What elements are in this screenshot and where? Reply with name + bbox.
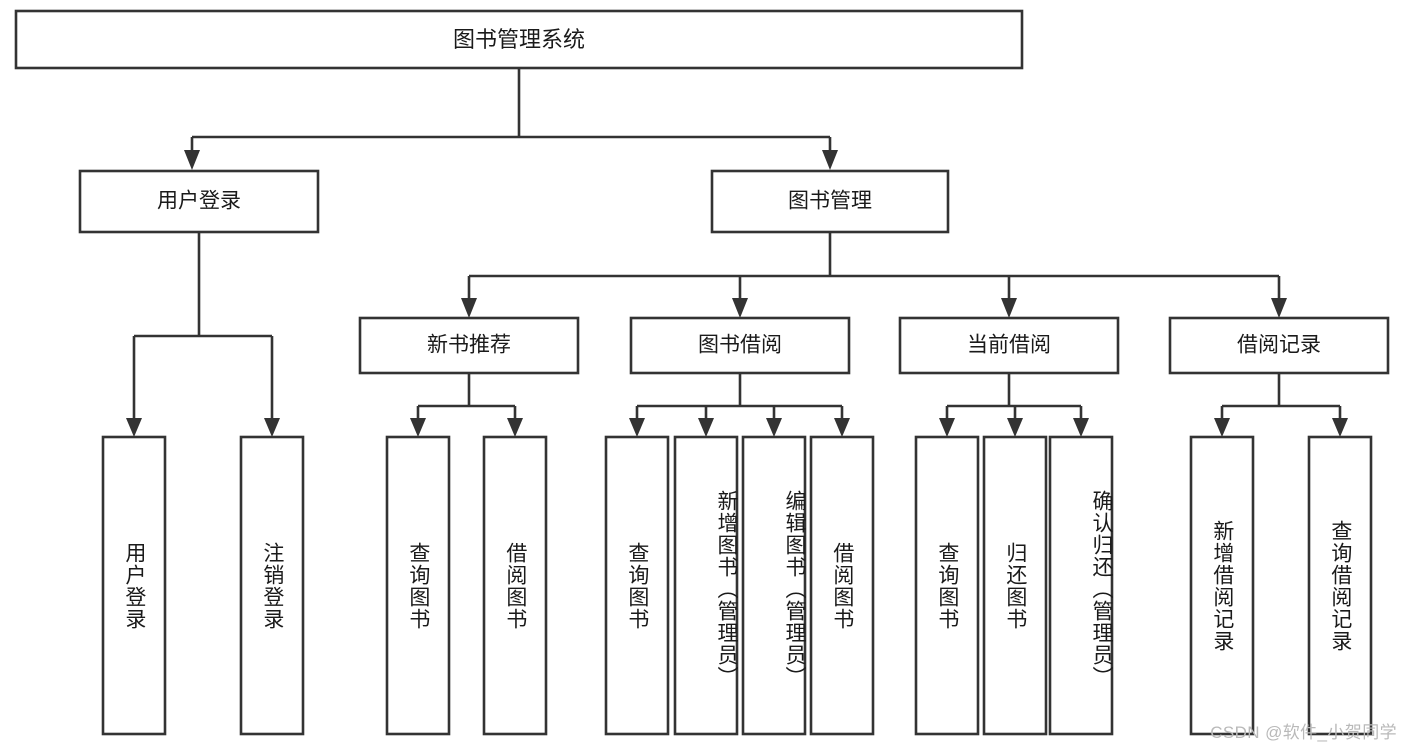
node-leaf-query-book-3-box[interactable] [914,435,980,736]
arrow-to-leaf-add-book [698,418,714,437]
node-root-box[interactable] [14,9,1024,70]
arrow-to-leaf-return-book [1007,418,1023,437]
arrow-to-leaf-query-book-2 [629,418,645,437]
node-leaf-query-book-2-box[interactable] [604,435,670,736]
arrow-to-user-login [184,150,200,170]
arrow-to-leaf-query-borrow-record [1332,418,1348,437]
arrow-to-leaf-edit-book [766,418,782,437]
node-leaf-borrow-book-1-box[interactable] [482,435,548,736]
node-current-borrow-box[interactable] [898,316,1120,375]
node-new-book-recommend-label: 新书推荐 [427,334,511,357]
node-borrow-record[interactable]: 借阅记录 [1168,316,1390,375]
node-borrow-record-label: 借阅记录 [1237,334,1321,357]
edges-layer [126,68,1348,437]
arrow-to-book-management [822,150,838,170]
node-user-login-box[interactable] [78,169,320,234]
node-root[interactable]: 图书管理系统 [14,9,1024,70]
node-leaf-user-login-box[interactable] [101,435,167,736]
node-leaf-return-book-box[interactable] [982,435,1048,736]
node-current-borrow[interactable]: 当前借阅 [898,316,1120,375]
arrow-to-leaf-borrow-book-1 [507,418,523,437]
arrow-to-leaf-add-borrow-record [1214,418,1230,437]
arrow-to-new-book-recommend [461,298,477,318]
node-leaf-edit-book-box[interactable] [741,435,807,736]
node-new-book-recommend-box[interactable] [358,316,580,375]
node-leaf-add-book-box[interactable] [673,435,739,736]
node-book-management[interactable]: 图书管理 [710,169,950,234]
node-new-book-recommend[interactable]: 新书推荐 [358,316,580,375]
node-book-borrow[interactable]: 图书借阅 [629,316,851,375]
node-book-borrow-box[interactable] [629,316,851,375]
node-book-management-label: 图书管理 [788,190,872,213]
arrow-to-leaf-user-login [126,418,142,437]
node-borrow-record-box[interactable] [1168,316,1390,375]
node-leaf-add-borrow-record-box[interactable] [1189,435,1255,736]
arrow-to-leaf-borrow-book-2 [834,418,850,437]
leaf-boxes-layer [101,435,1373,736]
node-leaf-query-book-1-box[interactable] [385,435,451,736]
arrow-to-leaf-confirm-return [1073,418,1089,437]
node-leaf-query-borrow-record-box[interactable] [1307,435,1373,736]
arrow-to-borrow-record [1271,298,1287,318]
arrow-to-book-borrow [732,298,748,318]
node-current-borrow-label: 当前借阅 [967,334,1051,357]
arrow-to-current-borrow [1001,298,1017,318]
node-user-login-label: 用户登录 [157,190,241,213]
arrow-to-leaf-query-book-1 [410,418,426,437]
arrow-to-leaf-query-book-3 [939,418,955,437]
node-user-login[interactable]: 用户登录 [78,169,320,234]
node-root-label: 图书管理系统 [453,27,585,52]
node-leaf-user-logout-box[interactable] [239,435,305,736]
node-leaf-borrow-book-2-box[interactable] [809,435,875,736]
arrow-to-leaf-user-logout [264,418,280,437]
csdn-watermark: CSDN @软件_小贺同学 [1210,723,1397,742]
node-leaf-confirm-return-box[interactable] [1048,435,1114,736]
node-book-borrow-label: 图书借阅 [698,334,782,357]
node-book-management-box[interactable] [710,169,950,234]
